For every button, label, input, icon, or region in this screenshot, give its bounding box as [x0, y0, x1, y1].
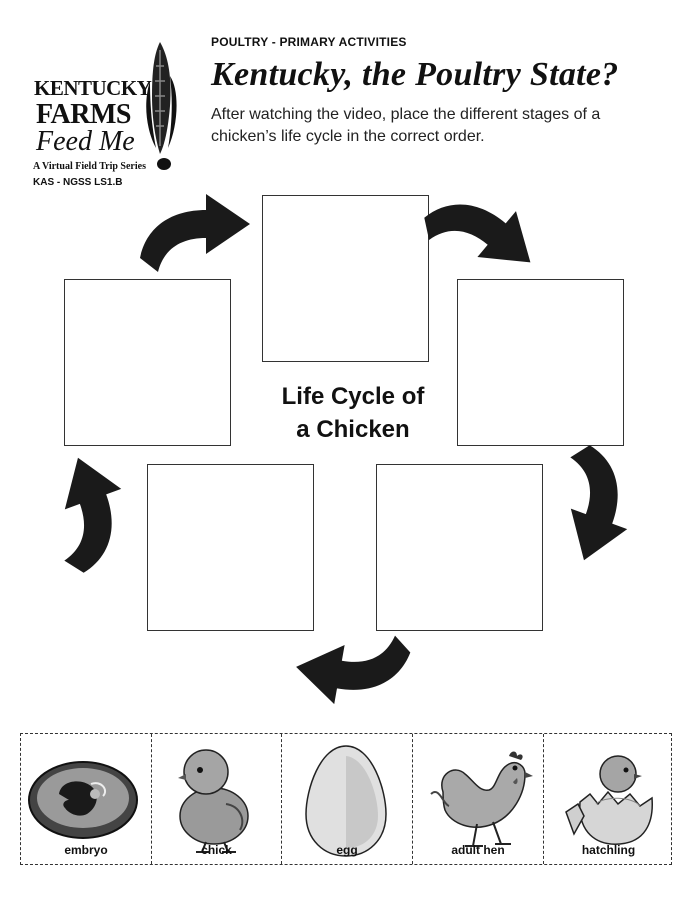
cutout-label: embryo — [21, 843, 151, 857]
arrow-right-down — [539, 440, 650, 570]
cutout-strip: embryo chick egg adult hen — [20, 733, 672, 865]
cutout-embryo[interactable]: embryo — [21, 734, 152, 864]
arrow-left-up — [33, 448, 144, 578]
cutout-hatchling[interactable]: hatchling — [544, 734, 673, 864]
cutout-label: egg — [282, 843, 412, 857]
arrow-bottom-left — [291, 620, 413, 716]
arrow-top-left — [140, 194, 250, 272]
cutout-adult-hen[interactable]: adult hen — [413, 734, 544, 864]
cutout-chick[interactable]: chick — [152, 734, 282, 864]
cutout-egg[interactable]: egg — [282, 734, 413, 864]
cutout-label: adult hen — [413, 843, 543, 857]
arrow-top-right — [415, 169, 549, 299]
cutout-label: chick — [152, 843, 281, 857]
cutout-label: hatchling — [544, 843, 673, 857]
